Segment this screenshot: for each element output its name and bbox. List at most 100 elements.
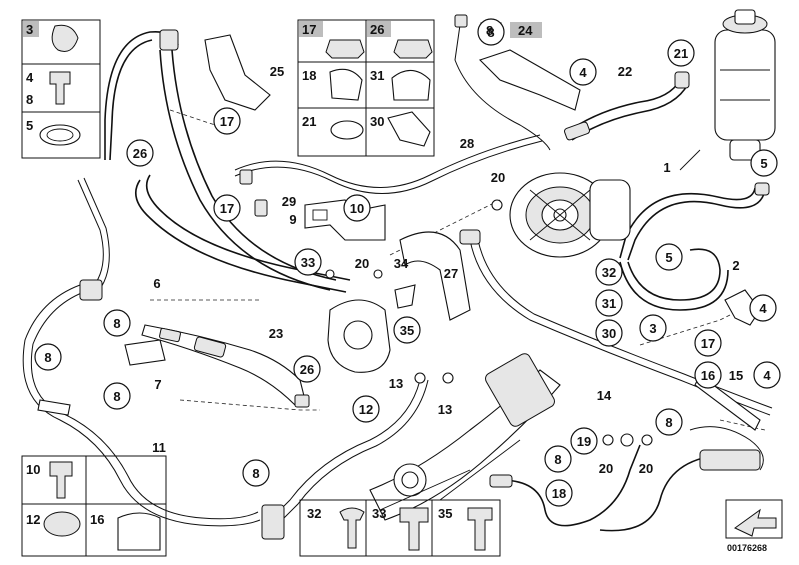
hose-end-fitting — [459, 229, 481, 245]
hose-end-fitting — [489, 474, 513, 488]
legend-label: 33 — [372, 506, 386, 521]
bracket-hole — [343, 320, 373, 350]
legend-label: 16 — [90, 512, 104, 527]
callout-label: 26 — [133, 146, 147, 161]
callout-label: 8 — [665, 415, 672, 430]
part-label: 20 — [599, 461, 613, 476]
callout-label: 35 — [400, 323, 414, 338]
callout-label: 10 — [350, 201, 364, 216]
hose-end-fitting — [699, 449, 761, 471]
direction-arrow-icon — [734, 508, 777, 537]
callout-label: 19 — [577, 434, 591, 449]
callout-label: 26 — [300, 362, 314, 377]
hose-line — [619, 187, 756, 259]
bolt-icon — [467, 507, 493, 551]
hose-line — [599, 454, 721, 532]
clip-part — [124, 339, 166, 366]
hose-artwork — [22, 24, 773, 532]
legend-label: 4 — [26, 70, 34, 85]
hose-end-fitting — [159, 29, 179, 51]
part-label: 20 — [355, 256, 369, 271]
callout-label: 17 — [701, 336, 715, 351]
hose-end-fitting — [261, 504, 285, 540]
legend-label: 5 — [26, 118, 33, 133]
document-number: 00176268 — [727, 543, 767, 553]
legend-label: 18 — [302, 68, 316, 83]
bracket-part — [478, 49, 581, 111]
callout-label: 8 — [113, 389, 120, 404]
clip-icon — [329, 68, 363, 101]
part-label: 14 — [597, 388, 612, 403]
seal-ring-part — [491, 199, 503, 211]
callout-label: 8 — [44, 350, 51, 365]
part-label: 13 — [389, 376, 403, 391]
power-steering-pump-part — [509, 172, 631, 258]
hose-line — [83, 177, 110, 295]
hose-line — [627, 248, 721, 301]
cap-icon — [43, 511, 81, 537]
hose-end-fitting — [294, 394, 310, 408]
part-label: 2 — [732, 258, 739, 273]
legend-label: 17 — [302, 22, 316, 37]
hose-line — [159, 49, 331, 291]
hose-end-fitting — [674, 71, 690, 89]
bolt-icon — [49, 461, 73, 499]
hose-line — [499, 444, 641, 527]
legend-label: 12 — [26, 512, 40, 527]
hose-line — [277, 379, 429, 525]
hose-line — [234, 140, 543, 194]
part-label: 28 — [460, 136, 474, 151]
legend-label: 3 — [26, 22, 33, 37]
seal-ring-part — [602, 434, 614, 446]
part-label: 29 — [282, 194, 296, 209]
bracket-part — [204, 34, 271, 111]
seal-ring-part — [325, 269, 335, 279]
part-label: 25 — [270, 64, 284, 79]
legend-label: 26 — [370, 22, 384, 37]
callout-label: 33 — [301, 255, 315, 270]
callout-label: 5 — [665, 250, 672, 265]
part-label: 20 — [491, 170, 505, 185]
hose-line — [454, 24, 551, 151]
pump-bracket-part — [399, 231, 471, 321]
hose-line — [619, 261, 729, 311]
hose-end-fitting — [454, 14, 468, 28]
hose-line — [234, 134, 541, 188]
bolt-icon — [49, 71, 71, 105]
nut-icon — [325, 39, 365, 59]
hose-clamp-icon — [330, 120, 364, 140]
callout-label: 18 — [552, 486, 566, 501]
components — [37, 9, 776, 540]
part-label: 15 — [729, 368, 743, 383]
hose-line — [627, 189, 766, 261]
hose-line — [145, 174, 351, 281]
part-label: 11 — [152, 440, 166, 455]
legend-label: 10 — [26, 462, 40, 477]
seal-ring-part — [373, 269, 383, 279]
callout-label: 8 — [487, 25, 494, 40]
callout-label: 21 — [674, 46, 688, 61]
callout-label: 8 — [252, 466, 259, 481]
hose-line — [30, 291, 259, 520]
seal-ring-part — [620, 433, 634, 447]
sleeve-icon — [117, 512, 161, 551]
hose-line — [134, 179, 347, 293]
legend-label: 31 — [370, 68, 384, 83]
legend-label: 30 — [370, 114, 384, 129]
bolt-icon — [399, 507, 429, 551]
hose-end-fitting — [239, 169, 253, 185]
leader-line — [179, 399, 320, 411]
hose-end-fitting — [79, 279, 103, 301]
leader-line — [719, 419, 766, 431]
callout-label: 8 — [554, 452, 561, 467]
legend-thumbnails — [39, 24, 493, 551]
bracket-slot — [312, 209, 328, 221]
steering-rack-part — [369, 353, 561, 521]
seal-ring-part — [442, 372, 454, 384]
hose-end-fitting — [254, 199, 268, 217]
callout-label: 30 — [602, 326, 616, 341]
callout-label: 16 — [701, 368, 715, 383]
screw-icon — [339, 507, 365, 549]
hose-end-fitting — [754, 182, 770, 196]
part-label: 9 — [289, 212, 296, 227]
